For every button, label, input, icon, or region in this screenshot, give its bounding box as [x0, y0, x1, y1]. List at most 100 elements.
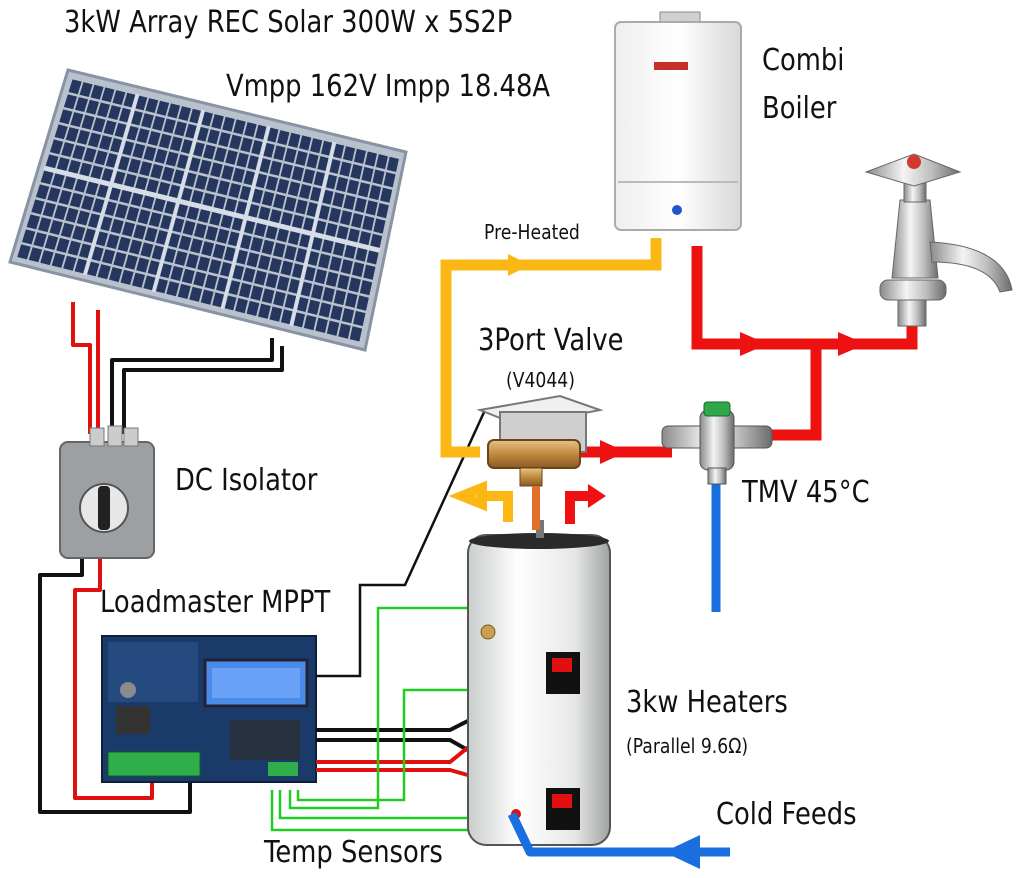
solar-cell: [373, 218, 386, 234]
solar-cell: [273, 291, 286, 307]
solar-cell: [321, 238, 335, 254]
solar-cell: [90, 84, 104, 100]
solar-cell: [128, 239, 143, 255]
solar-cell: [81, 114, 95, 130]
solar-cell: [348, 277, 361, 293]
solar-cell: [214, 147, 227, 163]
solar-cell: [78, 162, 93, 178]
solar-cell: [236, 152, 249, 168]
solar-cell: [318, 253, 331, 269]
solar-cell: [17, 244, 31, 260]
solar-cell: [143, 146, 157, 162]
solar-cell: [265, 273, 279, 289]
solar-cell: [258, 206, 271, 222]
solar-cell: [376, 202, 389, 219]
solar-cell: [284, 196, 297, 212]
solar-cell: [240, 137, 253, 153]
solar-cell: [344, 243, 357, 259]
heaters-spec-label: (Parallel 9.6Ω): [626, 734, 749, 758]
solar-cell: [218, 131, 231, 147]
solar-cell: [357, 182, 371, 198]
solar-cell: [325, 271, 339, 287]
solar-cell: [49, 220, 63, 235]
solar-cell: [356, 295, 369, 311]
solar-cell: [123, 173, 137, 189]
solar-cell: [112, 90, 126, 105]
solar-cell: [166, 281, 180, 297]
solar-cell: [185, 253, 199, 269]
solar-cell: [332, 240, 346, 257]
solar-cell: [369, 184, 382, 201]
solar-cell: [338, 323, 351, 339]
solar-cell: [351, 261, 365, 278]
solar-cell: [201, 241, 215, 257]
solar-cell: [85, 99, 100, 115]
valve-model-label: (V4044): [506, 368, 575, 392]
solar-cell: [96, 102, 111, 118]
solar-cell: [366, 249, 379, 265]
solar-panel-cells: [17, 79, 399, 342]
solar-cell: [350, 164, 363, 180]
solar-cell: [87, 132, 102, 148]
heaters-label: 3kw Heaters: [626, 685, 788, 720]
solar-cell: [346, 179, 360, 195]
solar-cell: [354, 197, 367, 213]
cold-feeds-label: Cold Feeds: [716, 797, 857, 832]
solar-cell: [106, 233, 120, 250]
solar-cell: [254, 221, 267, 237]
solar-cell: [134, 176, 148, 192]
solar-cell: [358, 231, 372, 247]
solar-cell: [45, 154, 59, 170]
valve-control-wire: [316, 409, 487, 678]
solar-cell: [51, 172, 66, 188]
solar-cell: [54, 124, 68, 140]
solar-cell: [349, 326, 363, 342]
solar-cell: [68, 79, 82, 95]
cold-feed-arrow: [664, 835, 700, 869]
solar-cell: [152, 115, 165, 131]
solar-cell: [276, 227, 290, 243]
solar-cell: [246, 252, 260, 268]
solar-cell: [90, 165, 104, 181]
solar-cell: [372, 169, 385, 185]
solar-cell: [287, 229, 301, 246]
solar-cell: [150, 163, 164, 179]
solar-cell: [242, 267, 256, 283]
solar-cell: [197, 256, 211, 272]
solar-cell: [291, 166, 304, 182]
solar-cell: [63, 174, 77, 190]
solar-cell: [325, 222, 338, 239]
solar-cell: [328, 207, 342, 223]
solar-cell: [295, 150, 308, 166]
solar-cell: [216, 228, 230, 244]
solar-cell: [174, 250, 188, 266]
solar-cell: [238, 282, 252, 298]
solar-cell: [310, 138, 323, 154]
solar-cell: [145, 98, 159, 114]
solar-cell: [31, 199, 45, 215]
solar-cell: [65, 207, 79, 223]
solar-cell: [194, 174, 208, 190]
solar-cell: [61, 142, 75, 158]
solar-cell: [273, 145, 286, 161]
solar-cell: [288, 132, 301, 148]
solar-cell: [56, 237, 70, 253]
solar-cell: [211, 114, 224, 130]
solar-cell: [361, 166, 374, 182]
solar-cell: [49, 139, 64, 155]
solar-cell: [257, 255, 271, 271]
solar-cell: [364, 151, 377, 167]
solar-cell: [137, 209, 151, 225]
module-divider: [43, 165, 381, 253]
solar-cell: [99, 135, 113, 151]
solar-cell: [383, 172, 396, 188]
solar-cell: [235, 298, 248, 314]
solar-cell: [101, 249, 116, 265]
solar-cell: [284, 148, 297, 164]
solar-cell: [213, 195, 226, 211]
solar-cell: [189, 286, 203, 302]
solar-cell: [332, 192, 345, 208]
solar-cell: [189, 238, 203, 254]
preheated-pipe: [440, 238, 662, 458]
solar-cell: [212, 243, 226, 260]
